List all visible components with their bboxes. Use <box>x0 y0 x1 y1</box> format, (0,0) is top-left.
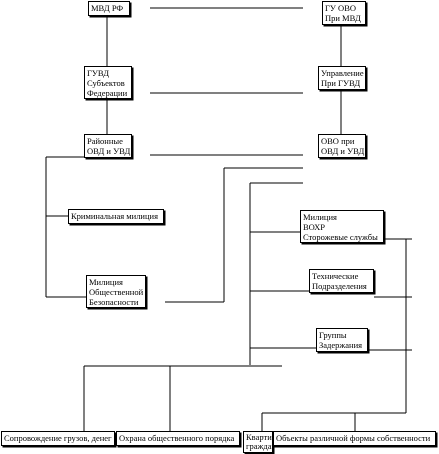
node-line: Криминальная милиция <box>71 211 158 221</box>
node-line: При МВД <box>325 13 361 23</box>
node-line: ОВД и УВД <box>321 146 365 156</box>
node-line: ВОХР <box>303 222 326 232</box>
node-public-order: Охрана общественного порядка <box>116 431 240 446</box>
node-technical-units: Технические Подразделения <box>309 269 374 293</box>
node-line: Федерации <box>87 88 128 98</box>
node-line: ГУ ОВО <box>325 3 357 13</box>
node-line: Сопровождение грузов, денег <box>4 433 112 443</box>
node-line: Сторожевые службы <box>303 232 378 242</box>
node-rayonnye-ovd: Районные ОВД и УВД <box>84 134 132 158</box>
node-line: Милиция <box>303 212 337 222</box>
node-line: ОВД и УВД <box>87 146 131 156</box>
node-line: Подразделения <box>312 281 367 291</box>
node-line: Охрана общественного порядка <box>119 433 235 443</box>
node-line: Милиция <box>89 277 123 287</box>
node-gu-ovo: ГУ ОВО При МВД <box>322 1 366 25</box>
node-line: Безопасности <box>89 297 139 307</box>
node-detention-groups: Группы Задержания <box>316 328 368 352</box>
node-line: Группы <box>319 330 347 340</box>
node-public-security-militia: Милиция Общественной Безопасности <box>86 275 146 308</box>
node-line: граждан <box>246 441 272 451</box>
node-cargo-escort: Сопровождение грузов, денег <box>1 431 115 446</box>
node-line: Районные <box>87 136 123 146</box>
node-upravlenie: Управление При ГУВД <box>318 66 366 90</box>
node-line: Объекты различной формы собственности <box>276 433 431 443</box>
node-line: МВД РФ <box>91 3 124 13</box>
node-line: Общественной <box>89 287 144 297</box>
node-guvd-subjects: ГУВД Субъектов Федерации <box>84 66 132 99</box>
node-apartments: Кварти граждан <box>243 431 273 453</box>
node-militia-vokhr: Милиция ВОХР Сторожевые службы <box>300 210 384 243</box>
node-ovo-pri-ovd: ОВО при ОВД и УВД <box>318 134 366 158</box>
node-criminal-militia: Криминальная милиция <box>68 209 164 224</box>
node-line: При ГУВД <box>321 78 361 88</box>
node-line: Задержания <box>319 340 363 350</box>
node-line: ОВО при <box>321 136 355 146</box>
node-mvd-rf: МВД РФ <box>88 1 130 16</box>
node-line: Технические <box>312 271 359 281</box>
node-line: Управление <box>321 68 364 78</box>
node-line: ГУВД <box>87 68 110 78</box>
node-line: Субъектов <box>87 78 125 88</box>
node-line: Кварти <box>246 432 272 442</box>
node-property-objects: Объекты различной формы собственности <box>273 431 436 446</box>
